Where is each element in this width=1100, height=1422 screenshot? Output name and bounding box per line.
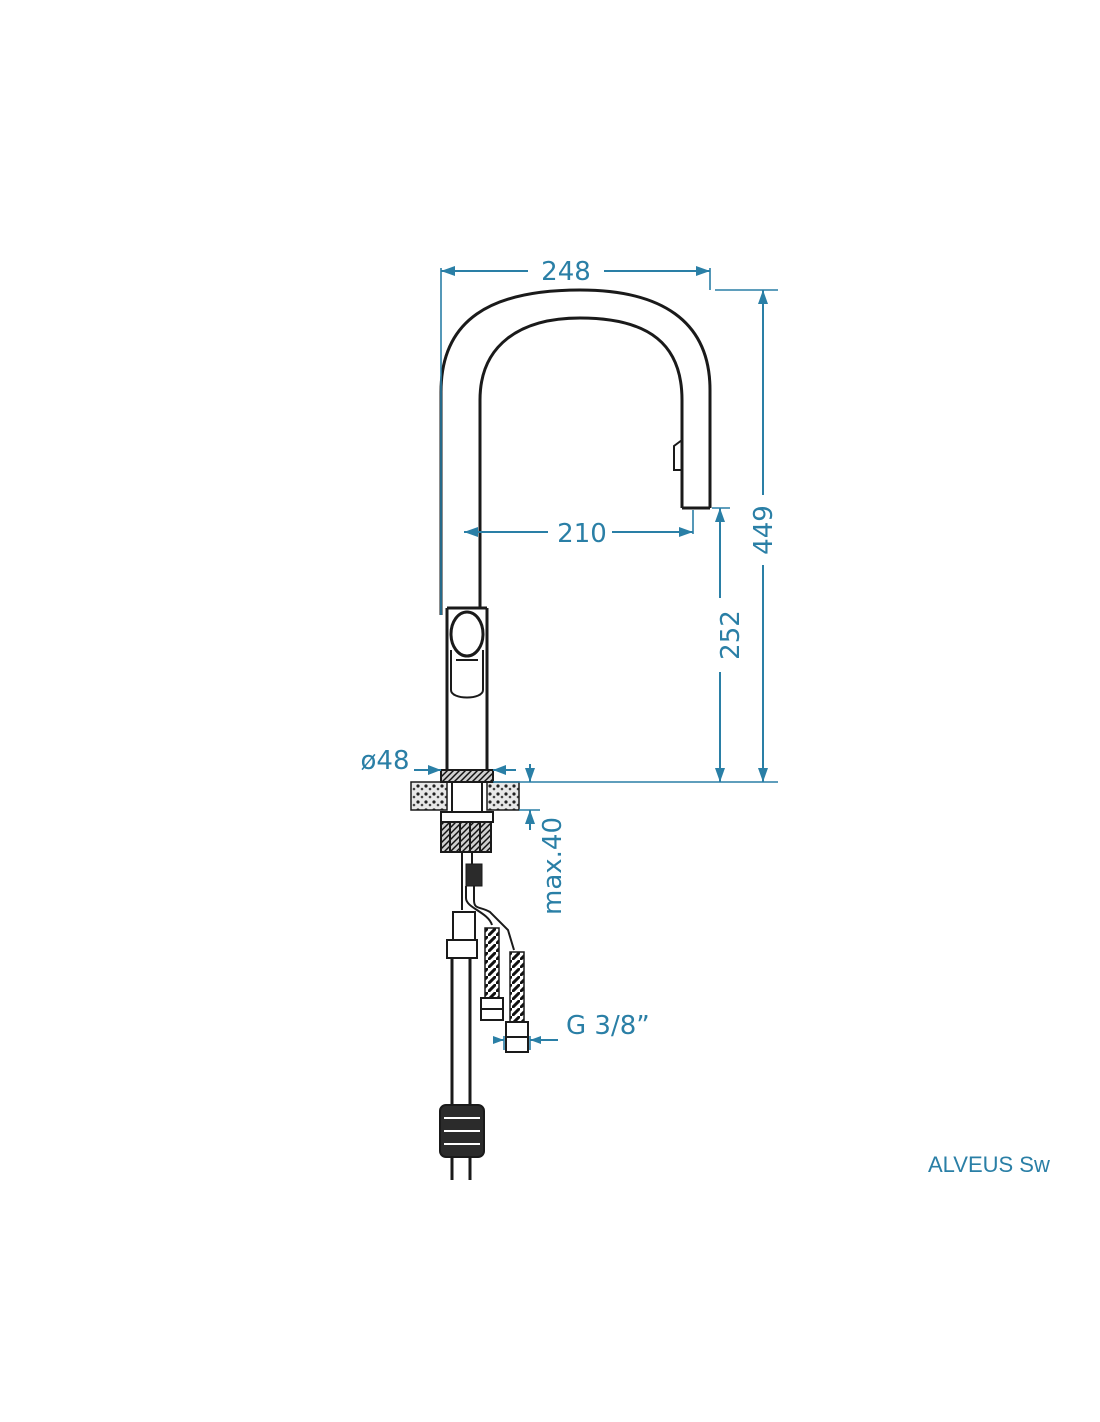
faucet-outline (439, 288, 712, 772)
dimension-width-label: 248 (541, 257, 591, 287)
brand-label: ALVEUS Sw (928, 1152, 1050, 1177)
dimension-max-thickness-label: max.40 (538, 817, 568, 915)
dimension-hole-diameter: ø48 (361, 746, 516, 776)
dimension-reach: 210 (464, 510, 694, 549)
supply-hoses (439, 852, 529, 1180)
countertop-section (410, 781, 520, 811)
dimension-max-thickness: max.40 (519, 764, 568, 915)
dimension-reach-label: 210 (557, 519, 607, 549)
dimension-height-total-label: 449 (749, 505, 779, 555)
dimension-height-spout-label: 252 (716, 610, 746, 660)
dimension-hole-diameter-label: ø48 (361, 746, 410, 776)
counterweight (439, 1104, 485, 1158)
base-ring (440, 769, 494, 783)
handle-lever (449, 610, 485, 699)
dimension-connection-label: G 3/8” (566, 1011, 650, 1041)
mounting-nut (440, 781, 494, 853)
dimension-connection: G 3/8” (493, 1011, 650, 1050)
dimension-height-spout: 252 (712, 507, 746, 782)
dimension-width: 248 (440, 257, 711, 615)
dimension-height-total: 449 (715, 289, 779, 782)
